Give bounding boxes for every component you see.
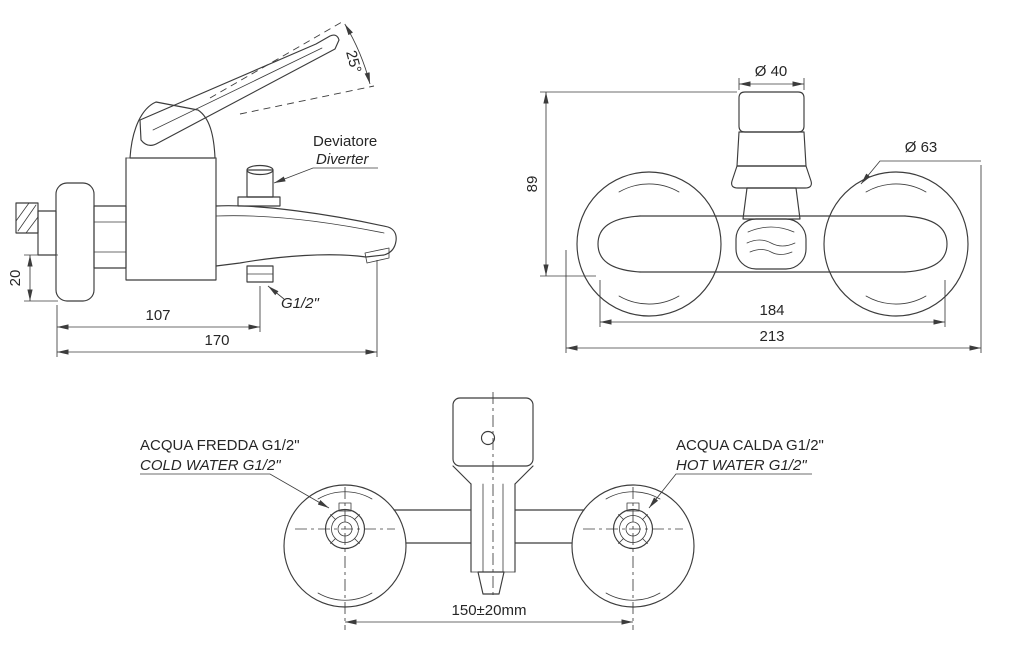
outlet-thread-label: G1/2" (281, 295, 320, 312)
hot-water-label-it: ACQUA CALDA G1/2" (676, 437, 824, 454)
back-view: ACQUA FREDDA G1/2" COLD WATER G1/2" ACQU… (140, 392, 824, 630)
spout-outlet (246, 265, 274, 283)
mixer-body-front (597, 215, 948, 273)
wall-pipe-stub (15, 202, 39, 234)
side-view: 25° Deviatore Diverter G1/2" (7, 21, 397, 357)
cold-water-callout: ACQUA FREDDA G1/2" COLD WATER G1/2" (140, 437, 330, 509)
dim-handle-diameter: Ø 40 (738, 63, 805, 90)
hot-inlet-escutcheon (571, 484, 695, 630)
dim-body-width-label: 184 (759, 302, 784, 319)
diverter-label-en: Diverter (316, 151, 370, 168)
left-escutcheon (576, 171, 722, 317)
diverter-callout: Deviatore Diverter (273, 133, 378, 184)
diverter-front (735, 218, 807, 270)
front-view: Ø 40 Ø 63 89 184 213 (524, 63, 982, 353)
dim-escutcheon-diameter: Ø 63 (860, 139, 981, 185)
mixer-body-side (125, 101, 217, 281)
hot-water-callout: ACQUA CALDA G1/2" HOT WATER G1/2" (648, 437, 824, 509)
dim-total-depth: 170 (57, 260, 378, 357)
spout (215, 205, 397, 267)
body-arms (393, 509, 585, 544)
wall-connector (37, 210, 57, 256)
hot-water-label-en: HOT WATER G1/2" (676, 457, 807, 474)
right-escutcheon (823, 171, 969, 317)
angle-label: 25° (342, 49, 364, 75)
dim-height: 89 (524, 91, 737, 277)
dim-wall-offset-label: 20 (7, 270, 24, 287)
diverter-knob (237, 164, 281, 207)
cold-water-label-it: ACQUA FREDDA G1/2" (140, 437, 300, 454)
dim-wall-offset: 20 (7, 254, 58, 302)
lever-handle-front (731, 91, 812, 220)
dim-escutcheon-diameter-label: Ø 63 (905, 139, 938, 156)
aerator (364, 247, 390, 264)
dim-outlet-distance: 107 (56, 286, 261, 357)
dim-body-width: 184 (599, 280, 946, 327)
dim-total-width: 213 (565, 165, 982, 353)
bottom-connection (477, 571, 505, 595)
cold-water-label-en: COLD WATER G1/2" (140, 457, 281, 474)
dim-total-width-label: 213 (759, 328, 784, 345)
dim-height-label: 89 (524, 176, 541, 193)
body-column (470, 392, 516, 598)
mounting-nut (93, 205, 127, 269)
dim-inlet-spacing-label: 150±20mm (452, 602, 527, 619)
cold-inlet-escutcheon (283, 484, 407, 630)
diverter-label-it: Deviatore (313, 133, 377, 150)
dim-inlet-spacing: 150±20mm (345, 602, 633, 625)
dim-total-depth-label: 170 (204, 332, 229, 349)
angle-construction: 25° (209, 21, 375, 115)
wall-flange (55, 182, 95, 302)
dim-outlet-distance-label: 107 (145, 307, 170, 324)
outlet-thread-callout: G1/2" (267, 285, 320, 312)
dim-handle-diameter-label: Ø 40 (755, 63, 788, 80)
lever-handle-side (139, 34, 340, 146)
